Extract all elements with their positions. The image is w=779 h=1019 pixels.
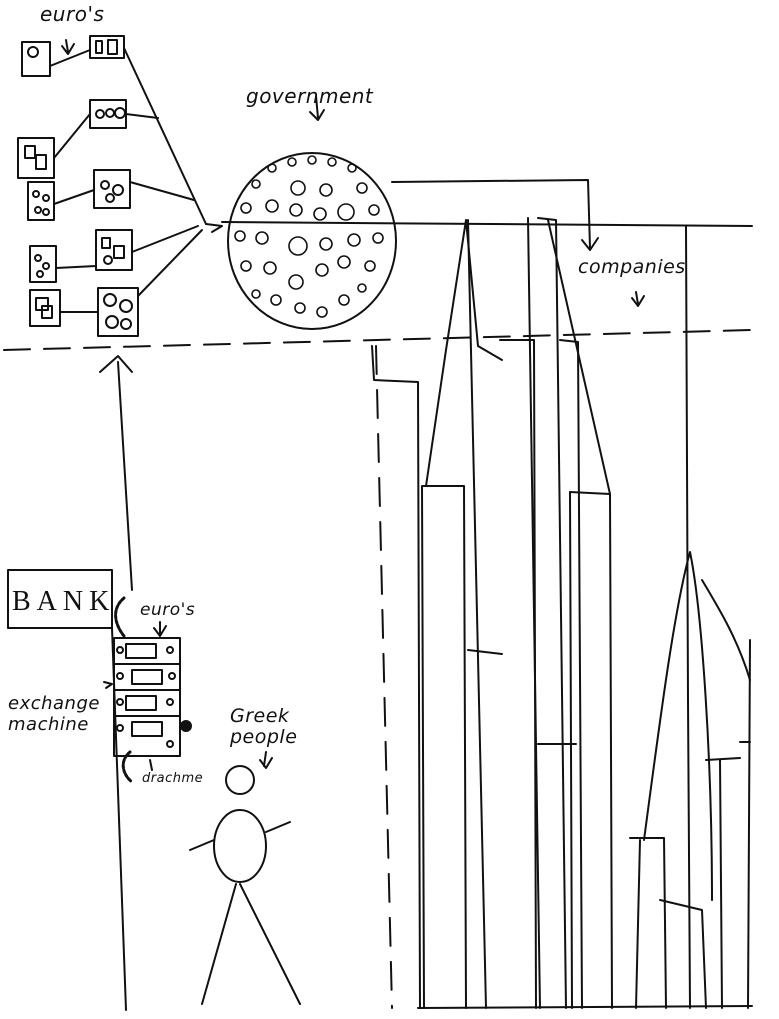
companies-arrow-icon [631, 291, 645, 307]
greek-person [189, 751, 301, 1005]
euros-machine-label: euro's [140, 600, 196, 620]
bank-building [7, 569, 127, 1011]
exchange-machine [103, 596, 192, 784]
money-flow-lines [123, 47, 223, 297]
dashed-divider [3, 329, 753, 351]
bank-sign: BANK [12, 586, 116, 617]
upward-arrow [99, 355, 133, 591]
government-label: government [246, 84, 374, 108]
euros-arrow-icon [61, 39, 75, 55]
exchange-machine-label: exchange machine [8, 693, 100, 735]
greek-people-label: Greek people [230, 705, 298, 748]
drachma-label: drachme [142, 771, 204, 786]
euros-top-label: euro's [40, 2, 105, 26]
vertical-dashed-line [375, 345, 393, 1009]
government-to-companies-arrow [391, 179, 599, 251]
euro-notes-group [17, 35, 139, 337]
government-coin [227, 95, 397, 330]
company-buildings [371, 217, 753, 1009]
companies-label: companies [578, 256, 686, 278]
